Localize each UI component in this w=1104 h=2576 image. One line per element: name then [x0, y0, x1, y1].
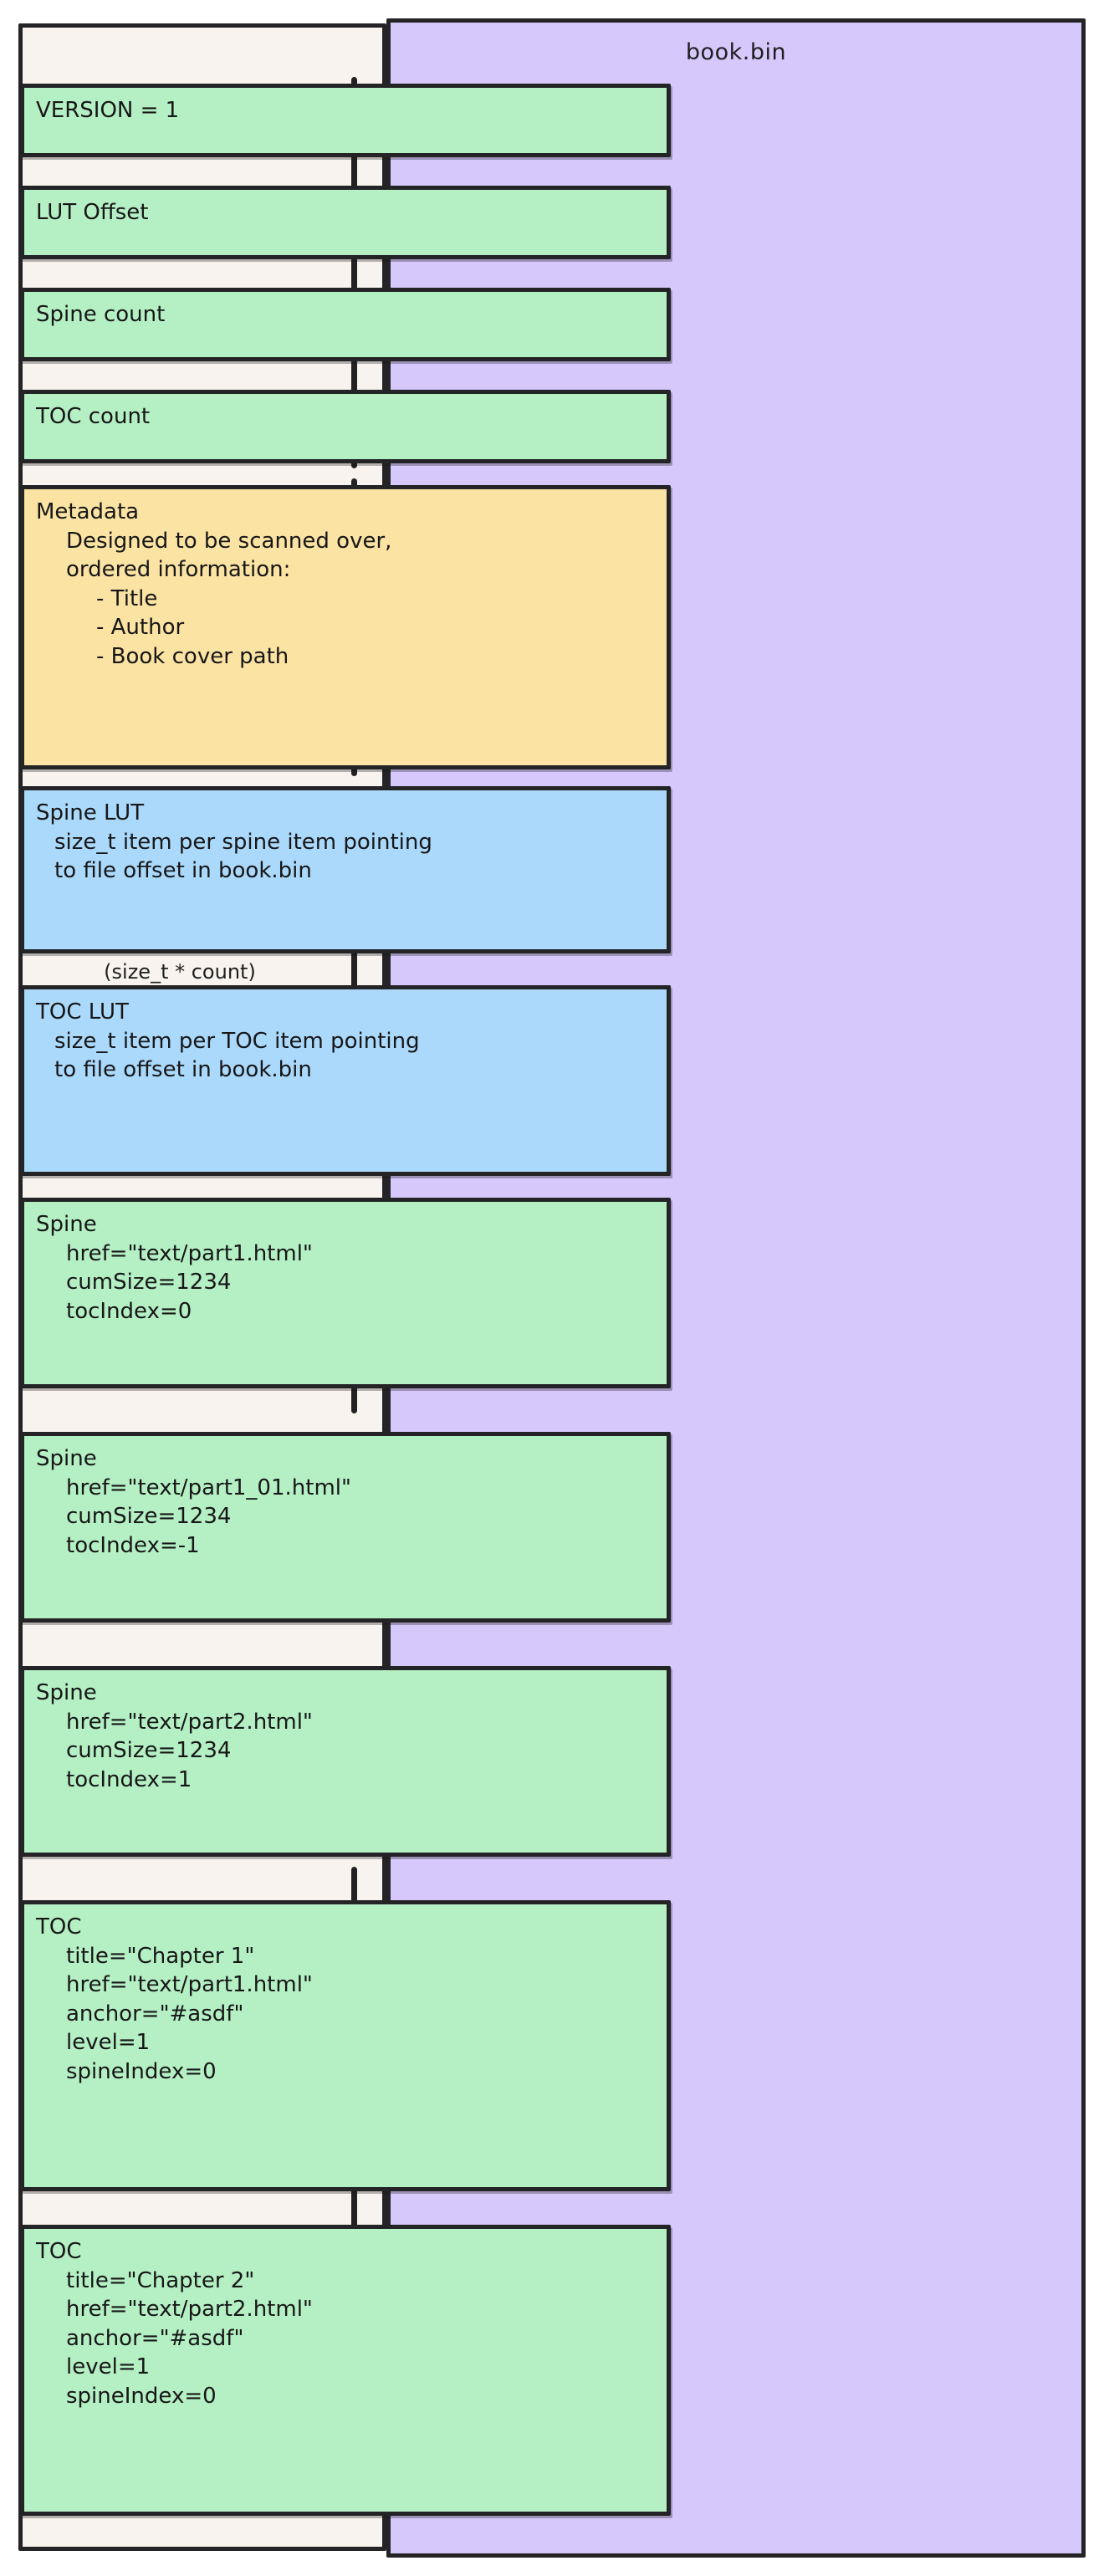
block-metadata-item-0: - Title [96, 585, 158, 611]
block-toc-lut[interactable]: TOC LUT size_t item per TOC item pointin… [20, 985, 671, 1176]
bracket-fixed-size [351, 77, 357, 468]
block-toc-2-spineindex: spineIndex=0 [66, 2383, 217, 2409]
block-spine-lut-line-0: size_t item per spine item pointing [54, 829, 432, 855]
block-toc-1-spineindex: spineIndex=0 [66, 2058, 217, 2084]
block-toc-1-anchor: anchor="#asdf" [66, 2001, 244, 2027]
block-spine-2-cumsize: cumSize=1234 [66, 1504, 232, 1530]
block-spine-3[interactable]: Spine href="text/part2.html" cumSize=123… [20, 1666, 671, 1857]
block-spine-lut-title: Spine LUT [36, 800, 145, 825]
block-toc-1-href: href="text/part1.html" [66, 1972, 313, 1998]
block-toc-1[interactable]: TOC title="Chapter 1" href="text/part1.h… [20, 1900, 671, 2191]
block-toc-2[interactable]: TOC title="Chapter 2" href="text/part2.h… [20, 2225, 671, 2516]
block-toc-2-title-attr: title="Chapter 2" [66, 2267, 255, 2293]
block-metadata-line-1: ordered information: [66, 557, 291, 583]
block-spine-2[interactable]: Spine href="text/part1_01.html" cumSize=… [20, 1432, 671, 1623]
block-toc-2-level: level=1 [66, 2354, 151, 2380]
block-spine-1-href: href="text/part1.html" [66, 1240, 313, 1266]
block-spine-2-title: Spine [36, 1446, 97, 1471]
block-spine-lut[interactable]: Spine LUT size_t item per spine item poi… [20, 786, 671, 953]
block-spine-1[interactable]: Spine href="text/part1.html" cumSize=123… [20, 1198, 671, 1388]
block-spine-1-title: Spine [36, 1212, 97, 1237]
block-spine-lut-line-1: to file offset in book.bin [54, 858, 312, 884]
block-toc-2-anchor: anchor="#asdf" [66, 2325, 244, 2351]
block-spine-1-tocindex: tocIndex=0 [66, 1298, 192, 1324]
block-toc-lut-title: TOC LUT [36, 999, 129, 1025]
block-toc-1-level: level=1 [66, 2030, 151, 2056]
block-spine-3-tocindex: tocIndex=1 [66, 1766, 192, 1792]
block-toc-2-href: href="text/part2.html" [66, 2297, 313, 2323]
block-toc-lut-line-1: to file offset in book.bin [54, 1057, 312, 1083]
block-metadata-item-1: - Author [96, 615, 185, 641]
block-version[interactable]: VERSION = 1 [20, 84, 671, 157]
block-spine-count-title: Spine count [36, 302, 166, 327]
block-toc-1-title-attr: title="Chapter 1" [66, 1943, 255, 1969]
bracket-knowable-variable [351, 786, 357, 1176]
block-metadata-item-2: - Book cover path [96, 643, 289, 669]
block-toc-1-title: TOC [36, 1914, 82, 1940]
block-spine-2-href: href="text/part1_01.html" [66, 1475, 351, 1500]
block-spine-3-cumsize: cumSize=1234 [66, 1738, 232, 1764]
block-toc-2-title: TOC [36, 2239, 82, 2264]
block-spine-1-cumsize: cumSize=1234 [66, 1270, 232, 1296]
block-lut-offset-title: LUT Offset [36, 200, 149, 225]
block-toc-count-title: TOC count [36, 404, 151, 429]
block-lut-offset[interactable]: LUT Offset [20, 186, 671, 259]
block-metadata[interactable]: Metadata Designed to be scanned over, or… [20, 485, 671, 769]
block-spine-2-tocindex: tocIndex=-1 [66, 1532, 200, 1558]
block-metadata-line-0: Designed to be scanned over, [66, 528, 392, 554]
block-toc-lut-line-0: size_t item per TOC item pointing [54, 1028, 420, 1054]
block-version-title: VERSION = 1 [36, 98, 180, 123]
block-spine-count[interactable]: Spine count [20, 288, 671, 361]
block-spine-3-href: href="text/part2.html" [66, 1709, 313, 1735]
block-toc-count[interactable]: TOC count [20, 390, 671, 463]
block-metadata-title: Metadata [36, 499, 140, 524]
book-bin-title: book.bin [685, 39, 787, 65]
block-spine-3-title: Spine [36, 1680, 97, 1705]
